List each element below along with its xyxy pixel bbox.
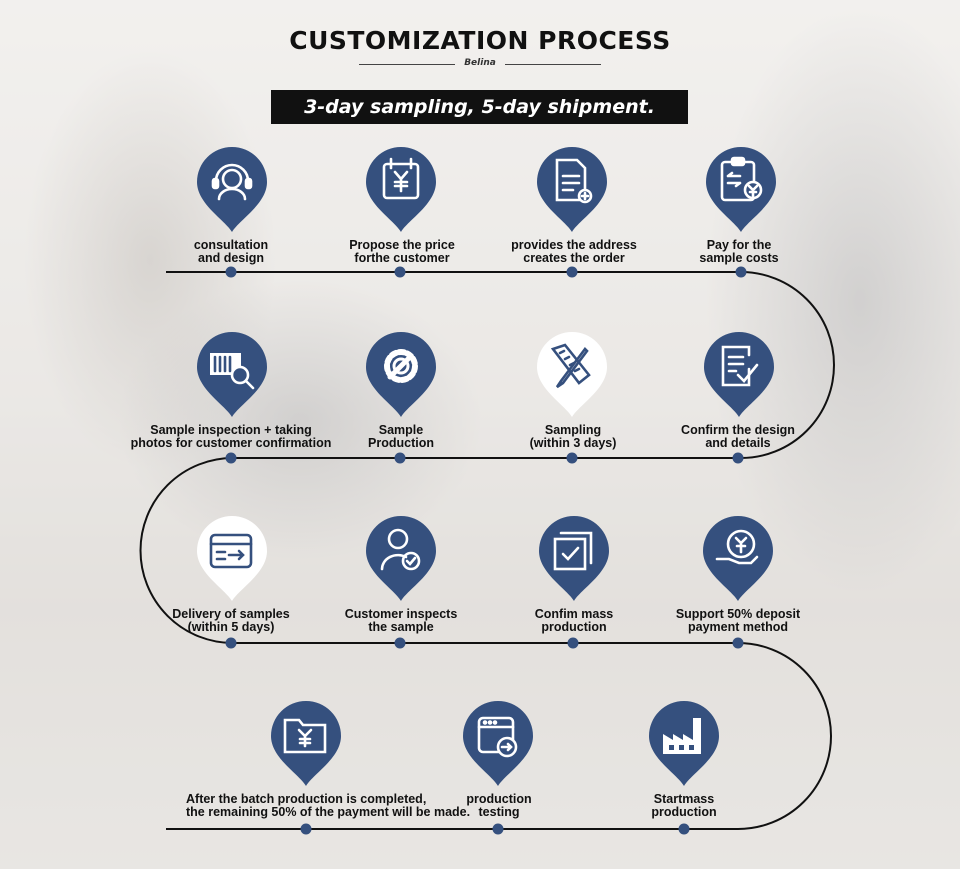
step-2-pin bbox=[364, 146, 438, 234]
step-12-pin bbox=[701, 515, 775, 603]
step-9-label: Delivery of samples(within 5 days) bbox=[172, 607, 290, 634]
step-4-node bbox=[735, 266, 747, 278]
brand-rule-right bbox=[505, 64, 601, 65]
step-14-node bbox=[492, 823, 504, 835]
track-line bbox=[139, 271, 835, 830]
brand-name: Belina bbox=[464, 58, 496, 68]
gear-wrench-icon bbox=[384, 349, 418, 383]
deposit-coin-hand-icon bbox=[715, 529, 759, 565]
brand-rule-left bbox=[359, 64, 455, 65]
payment-folder-icon bbox=[283, 718, 327, 754]
brand-mark: Belina bbox=[355, 58, 605, 72]
ruler-pencil-icon bbox=[550, 343, 591, 389]
step-1-pin bbox=[195, 146, 269, 234]
step-13-node bbox=[678, 823, 690, 835]
step-7-label: Sampling(within 3 days) bbox=[529, 423, 617, 450]
step-11-node bbox=[567, 637, 579, 649]
step-15-label: After the batch production is completed,… bbox=[186, 792, 471, 819]
headset-icon bbox=[211, 163, 253, 201]
step-5-pin bbox=[195, 331, 269, 419]
tagline-text: 3-day sampling, 5-day shipment. bbox=[304, 96, 655, 118]
checkbox-stack-icon bbox=[553, 531, 593, 571]
testing-window-icon bbox=[477, 716, 518, 758]
step-3-pin bbox=[535, 146, 609, 234]
price-calendar-icon bbox=[382, 157, 420, 200]
step-12-node bbox=[732, 637, 744, 649]
factory-icon bbox=[663, 718, 701, 754]
step-15-node bbox=[300, 823, 312, 835]
step-2-node bbox=[394, 266, 406, 278]
delivery-box-icon bbox=[209, 533, 253, 569]
order-document-icon bbox=[555, 158, 593, 204]
step-3-node bbox=[566, 266, 578, 278]
page-title: CUSTOMIZATION PROCESS bbox=[289, 26, 671, 55]
step-7-node bbox=[566, 452, 578, 464]
step-8-node bbox=[732, 452, 744, 464]
step-13-pin bbox=[647, 700, 721, 788]
user-check-icon bbox=[380, 528, 421, 571]
step-8-pin bbox=[702, 331, 776, 419]
step-9-pin bbox=[195, 515, 269, 603]
step-6-node bbox=[394, 452, 406, 464]
product-inspection-icon bbox=[210, 353, 255, 390]
step-1-node bbox=[225, 266, 237, 278]
step-5-node bbox=[225, 452, 237, 464]
step-4-pin bbox=[704, 146, 778, 234]
tagline-banner: 3-day sampling, 5-day shipment. bbox=[271, 90, 688, 124]
step-11-pin bbox=[537, 515, 611, 603]
step-7-pin bbox=[535, 331, 609, 419]
step-9-node bbox=[225, 637, 237, 649]
step-14-pin bbox=[461, 700, 535, 788]
step-6-pin bbox=[364, 331, 438, 419]
step-15-pin bbox=[269, 700, 343, 788]
design-check-document-icon bbox=[721, 345, 759, 387]
step-10-pin bbox=[364, 515, 438, 603]
payment-clipboard-icon bbox=[720, 156, 763, 202]
step-10-node bbox=[394, 637, 406, 649]
